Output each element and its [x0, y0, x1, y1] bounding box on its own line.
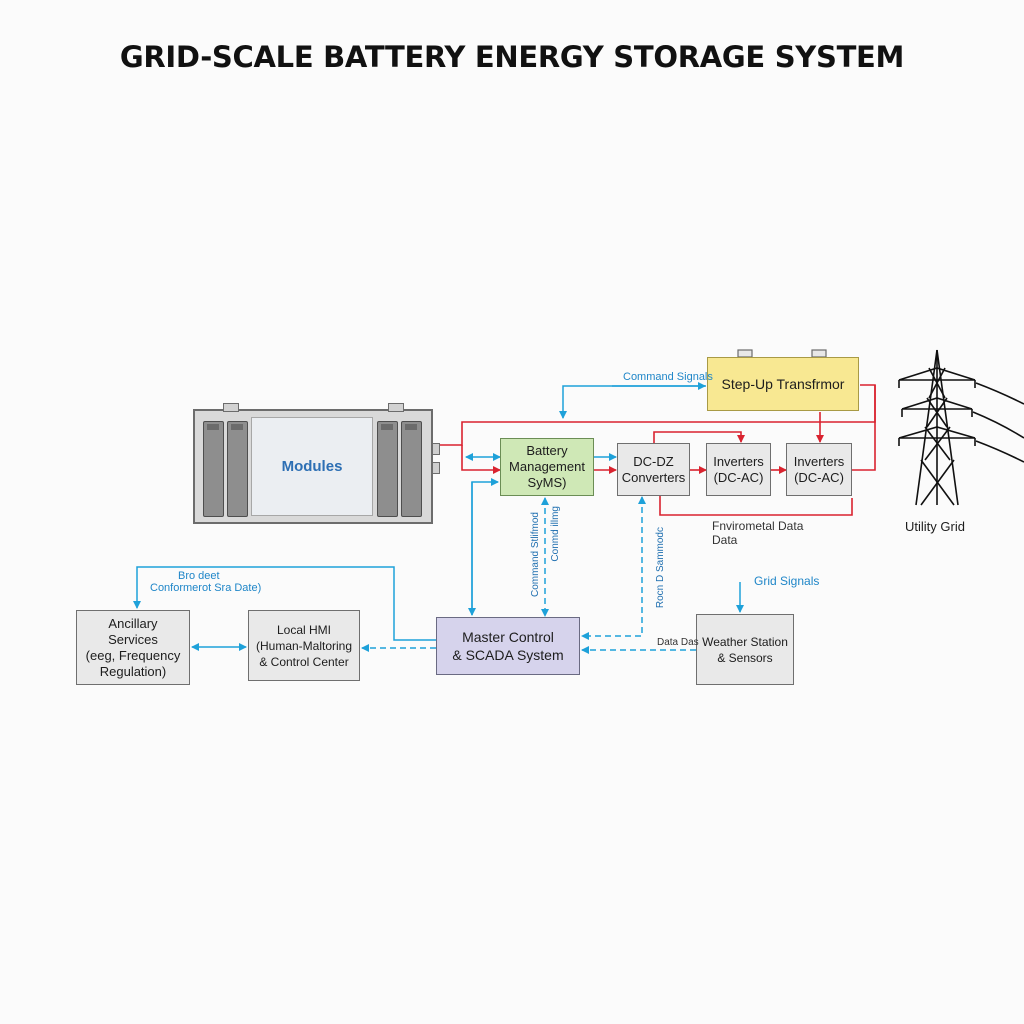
- bms-label: Battery Management SyMS): [509, 443, 585, 490]
- weather-station-box: Weather Station & Sensors: [696, 614, 794, 685]
- step-up-transformer-box: Step-Up Transfrmor: [707, 357, 859, 411]
- command-signals-label: Command Signals: [623, 371, 713, 383]
- command-vertical-label-1: Command Stlifmod: [530, 512, 541, 598]
- inverters-label-1: Inverters (DC-AC): [713, 453, 764, 485]
- power-lines: [433, 384, 876, 516]
- master-control-label: Master Control & SCADA System: [452, 629, 564, 663]
- battery-cell-icon: [401, 421, 422, 517]
- dashed-signal-lines: [361, 496, 696, 654]
- data-vertical-label: Rocn D Sammodc: [655, 527, 666, 609]
- battery-terminal-icon: [223, 403, 239, 412]
- inverters-box-2: Inverters (DC-AC): [786, 443, 852, 496]
- bro-deet-label: Bro deet: [178, 570, 220, 582]
- dc-dc-converters-label: DC-DZ Converters: [621, 453, 686, 485]
- battery-cell-icon: [203, 421, 224, 517]
- grid-signals-label: Grid Signals: [754, 574, 820, 588]
- diagram-title: GRID-SCALE BATTERY ENERGY STORAGE SYSTEM: [119, 40, 905, 74]
- battery-pack: Modules: [193, 409, 433, 524]
- conformerot-label: Conformerot Sra Date): [150, 582, 262, 594]
- ancillary-services-label: Ancillary Services (eeg, Frequency Regul…: [85, 615, 181, 679]
- battery-cell-icon: [227, 421, 248, 517]
- local-hmi-box: Local HMI (Human-Maltoring & Control Cen…: [248, 610, 360, 681]
- inverters-box-1: Inverters (DC-AC): [706, 443, 771, 496]
- utility-grid-label: Utility Grid: [905, 519, 965, 534]
- transformer-terminals: [737, 349, 827, 358]
- environmental-data-label: Fnvirometal Data: [712, 519, 804, 533]
- environmental-data-label-2: Data: [712, 533, 738, 547]
- modules-label: Modules: [281, 458, 343, 475]
- battery-side-terminal-icon: [432, 443, 440, 455]
- battery-management-system-box: Battery Management SyMS): [500, 438, 594, 496]
- master-control-scada-box: Master Control & SCADA System: [436, 617, 580, 675]
- step-up-transformer-label: Step-Up Transfrmor: [721, 376, 845, 392]
- battery-cell-icon: [377, 421, 398, 517]
- battery-side-terminal-icon: [432, 462, 440, 474]
- inverters-label-2: Inverters (DC-AC): [793, 453, 845, 485]
- transmission-tower-icon: [898, 349, 1024, 506]
- ancillary-services-box: Ancillary Services (eeg, Frequency Regul…: [76, 610, 190, 685]
- battery-terminal-icon: [388, 403, 404, 412]
- data-label: Data Das: [657, 637, 699, 648]
- local-hmi-label: Local HMI (Human-Maltoring & Control Cen…: [255, 622, 353, 669]
- signal-lines: [133, 382, 744, 651]
- dc-dc-converters-box: DC-DZ Converters: [617, 443, 690, 496]
- command-vertical-label-2: Conmd illmg: [550, 506, 561, 562]
- battery-modules-panel: Modules: [251, 417, 373, 516]
- weather-station-label: Weather Station & Sensors: [702, 634, 788, 665]
